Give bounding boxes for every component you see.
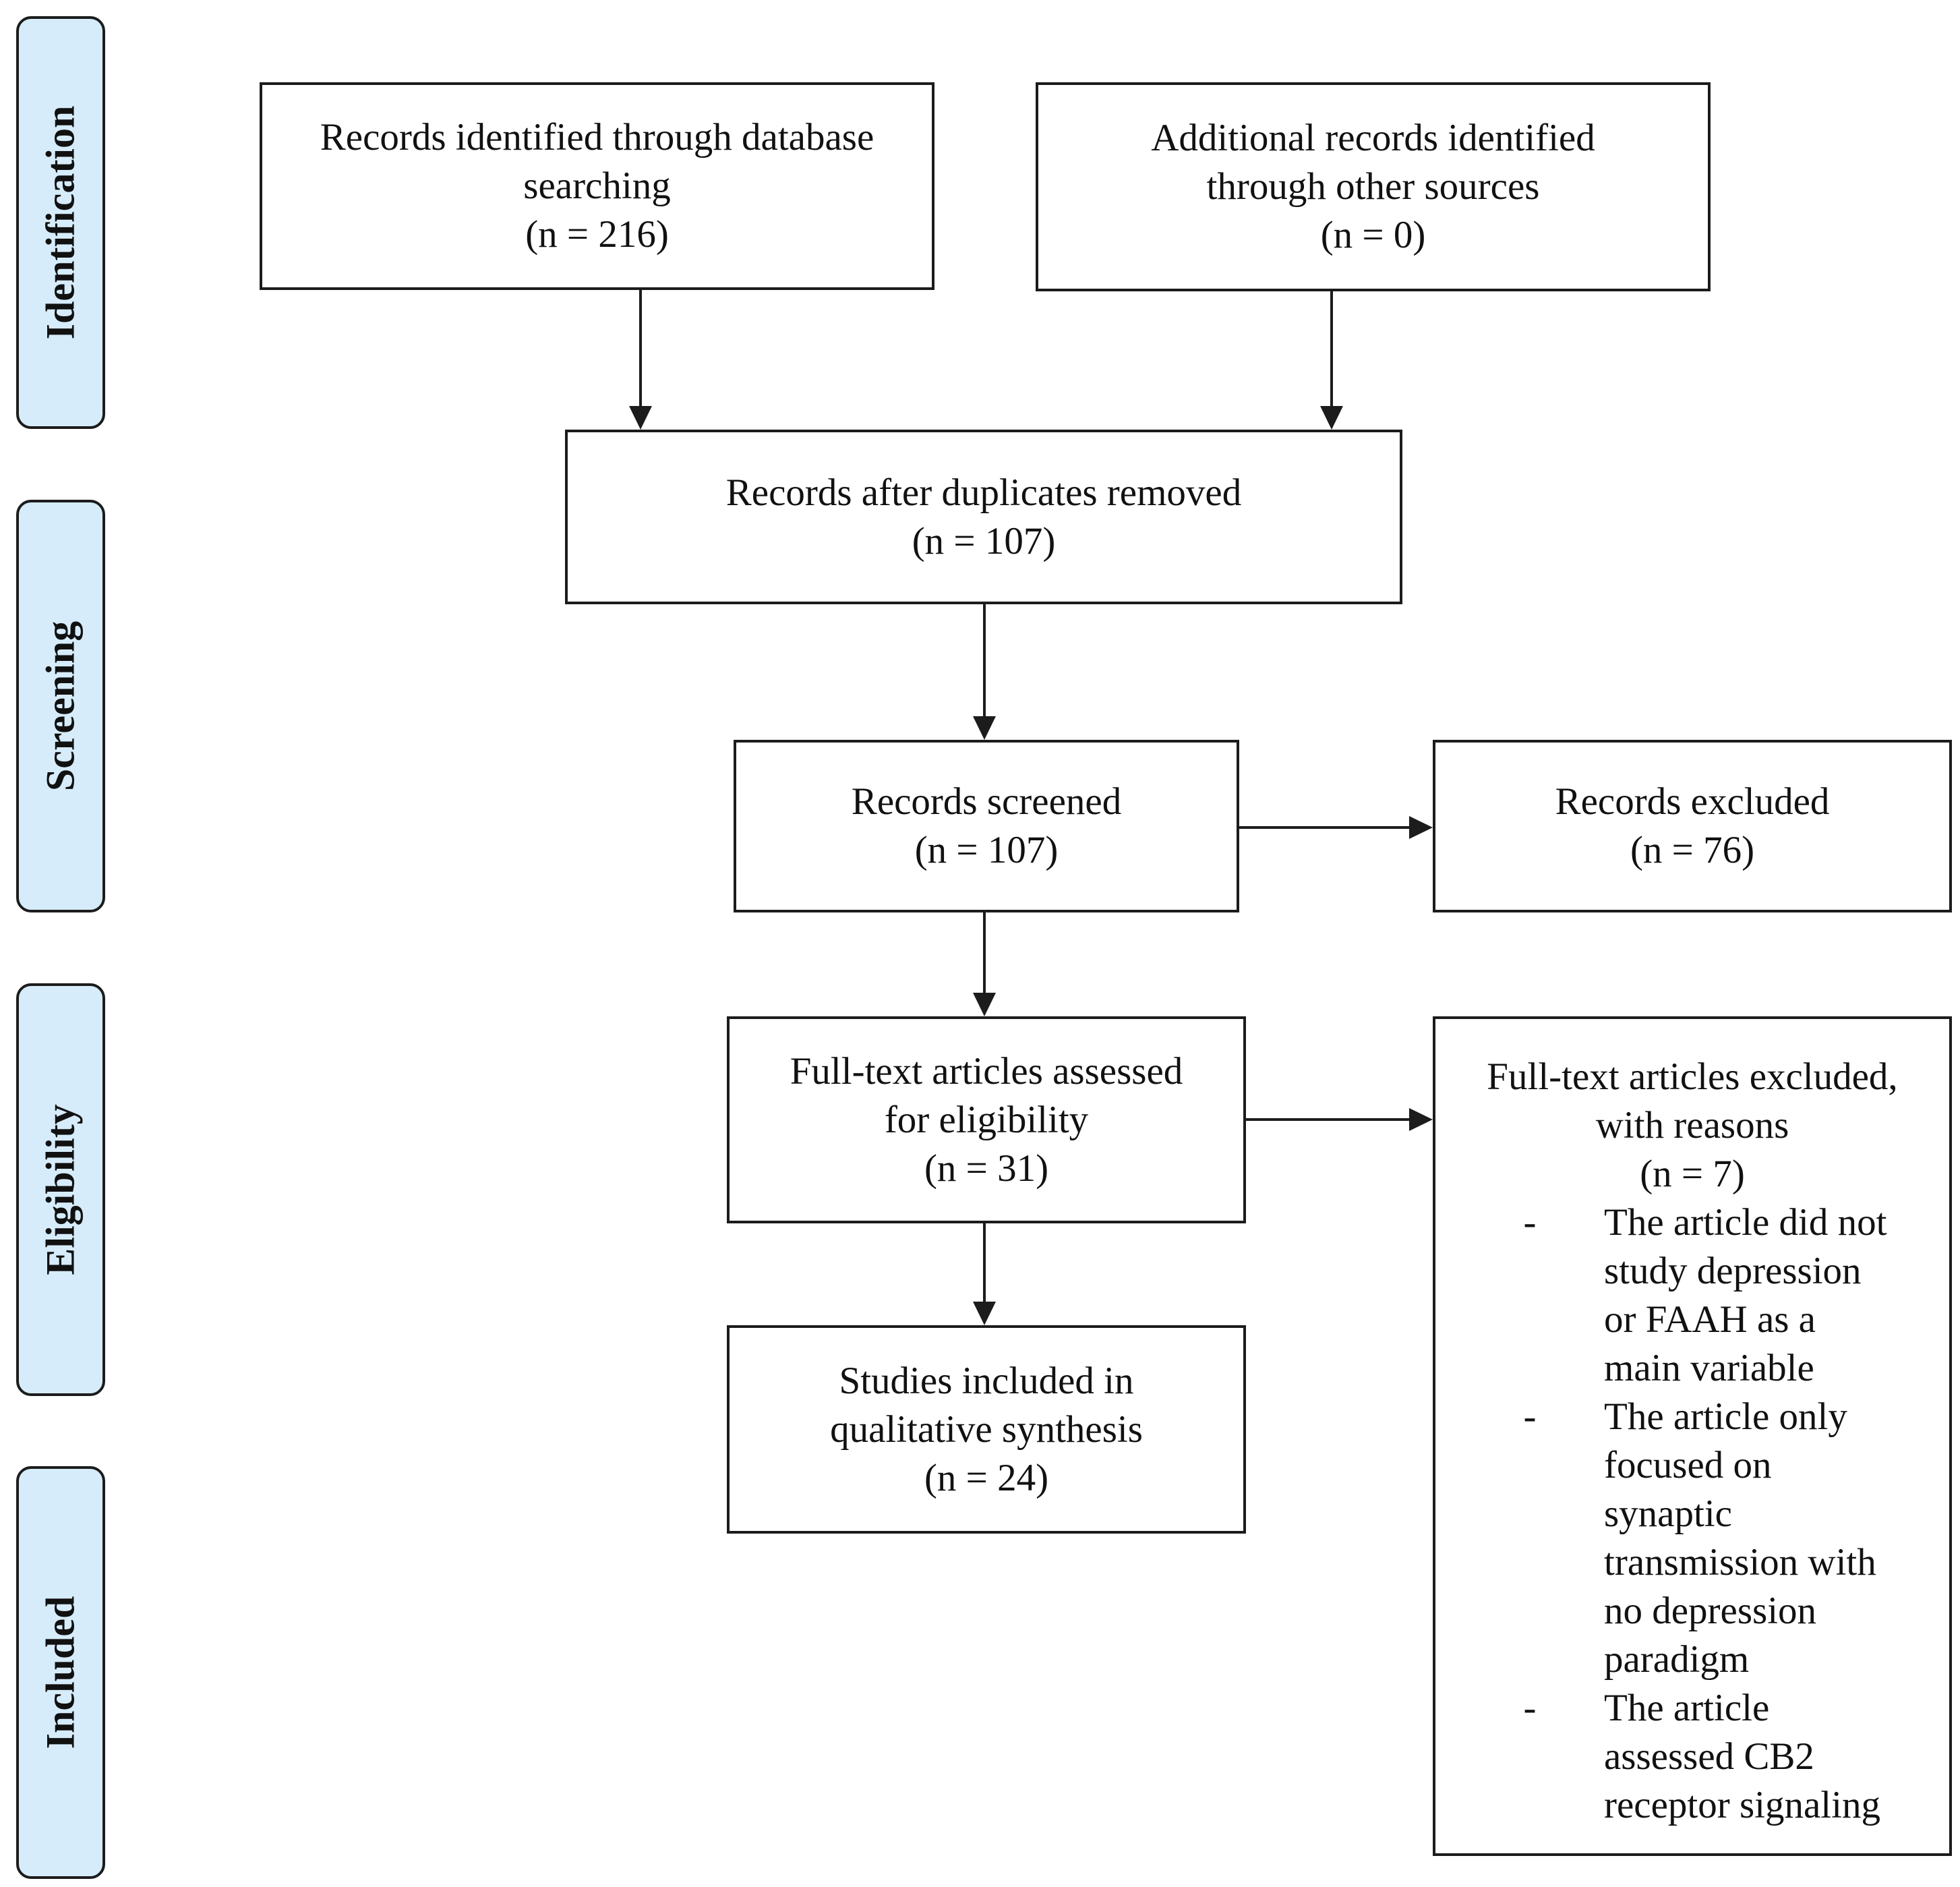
- excluded-header: Full-text articles excluded, with reason…: [1487, 1053, 1897, 1198]
- box-full-text-assessed: Full-text articles assessed for eligibil…: [727, 1016, 1246, 1223]
- box-database-records: Records identified through database sear…: [260, 82, 934, 290]
- box-count: (n = 24): [924, 1456, 1049, 1499]
- box-line: Full-text articles excluded,: [1487, 1055, 1898, 1098]
- box-records-screened: Records screened (n = 107): [734, 740, 1239, 912]
- box-count: (n = 76): [1630, 829, 1755, 871]
- reason-line: no depression: [1604, 1590, 1817, 1632]
- reason-item: - The article only focused on synaptic t…: [1435, 1393, 1949, 1684]
- box-line: Studies included in: [839, 1359, 1134, 1402]
- bullet-dash: -: [1523, 1395, 1537, 1438]
- phase-eligibility: Eligibility: [16, 983, 105, 1396]
- reason-line: focused on: [1604, 1444, 1772, 1486]
- box-count: (n = 0): [1320, 214, 1426, 256]
- arrowhead: [1409, 816, 1433, 839]
- box-line: through other sources: [1206, 165, 1540, 208]
- reason-line: receptor signaling: [1604, 1784, 1880, 1826]
- box-count: (n = 216): [525, 213, 669, 256]
- reason-line: study depression: [1604, 1250, 1862, 1292]
- box-line: searching: [523, 165, 671, 207]
- reason-item: - The article assessed CB2 receptor sign…: [1435, 1684, 1949, 1830]
- arrowhead: [973, 716, 996, 740]
- reason-line: synaptic: [1604, 1492, 1732, 1535]
- box-line: Records after duplicates removed: [725, 471, 1242, 514]
- reason-line: The article: [1604, 1687, 1770, 1729]
- box-count: (n = 7): [1640, 1153, 1745, 1195]
- box-count: (n = 31): [924, 1146, 1049, 1190]
- exclusion-reasons: - The article did not study depression o…: [1435, 1198, 1949, 1830]
- arrowhead: [1409, 1108, 1433, 1131]
- bullet-dash: -: [1523, 1687, 1537, 1729]
- phase-screening: Screening: [16, 500, 105, 912]
- reason-item: - The article did not study depression o…: [1435, 1198, 1949, 1393]
- box-other-sources: Additional records identified through ot…: [1036, 82, 1711, 291]
- bullet-dash: -: [1523, 1201, 1537, 1244]
- box-records-excluded: Records excluded (n = 76): [1433, 740, 1952, 912]
- box-line: Records excluded: [1555, 780, 1830, 823]
- arrowhead: [629, 406, 652, 430]
- phase-included: Included: [16, 1466, 105, 1879]
- reason-line: assessed CB2: [1604, 1735, 1814, 1778]
- phase-identification: Identification: [16, 16, 105, 429]
- arrowhead: [1320, 406, 1343, 430]
- reason-line: The article did not: [1604, 1201, 1887, 1244]
- box-line: with reasons: [1595, 1104, 1789, 1146]
- reason-line: transmission with: [1604, 1541, 1876, 1584]
- box-line: Records screened: [851, 780, 1122, 823]
- reason-line: paradigm: [1604, 1638, 1750, 1681]
- reason-line: The article only: [1604, 1395, 1847, 1438]
- box-count: (n = 107): [914, 829, 1059, 871]
- arrowhead: [973, 993, 996, 1016]
- reason-line: or FAAH as a: [1604, 1298, 1816, 1341]
- box-line: qualitative synthesis: [830, 1407, 1143, 1451]
- reason-line: main variable: [1604, 1347, 1814, 1389]
- box-duplicates-removed: Records after duplicates removed (n = 10…: [565, 430, 1402, 604]
- box-line: Full-text articles assessed: [790, 1049, 1183, 1093]
- box-line: Additional records identified: [1151, 117, 1595, 159]
- box-studies-included: Studies included in qualitative synthesi…: [727, 1325, 1246, 1534]
- arrowhead: [973, 1302, 996, 1325]
- box-line: for eligibility: [884, 1098, 1089, 1141]
- box-count: (n = 107): [912, 519, 1056, 562]
- box-full-text-excluded: Full-text articles excluded, with reason…: [1433, 1016, 1952, 1856]
- box-line: Records identified through database: [320, 116, 874, 158]
